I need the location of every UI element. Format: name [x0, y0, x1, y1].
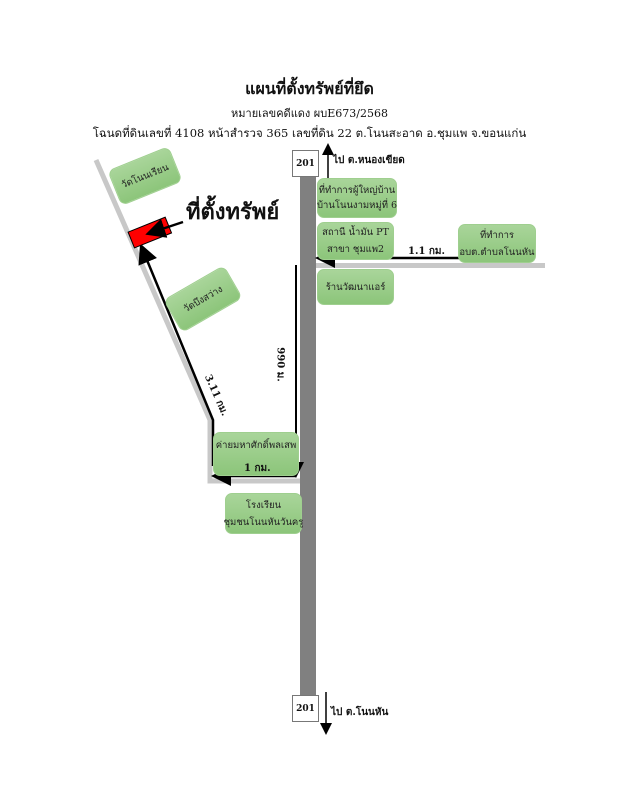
landmark-camp: ค่ายมหาศักดิ์พลเสพ [213, 432, 299, 476]
case-number: หมายเลขคดีแดง ผบE673/2568 [231, 107, 388, 120]
east-side-road [316, 263, 545, 268]
west-side-road [93, 158, 300, 484]
direction-south-label: ไป ต.โนนหัน [331, 707, 389, 718]
landmark-label: บ้านโนนงามหมู่ที่ 6 [316, 200, 398, 211]
road-number-bottom: 201 [292, 695, 319, 722]
direction-north-label: ไป ต.หนองเขียด [333, 155, 405, 166]
landmark-label: สาขา ชุมแพ2 [326, 244, 385, 255]
property-pointer-arrow [145, 218, 184, 238]
distance-east: 1.1 กม. [408, 246, 446, 257]
main-road-201 [300, 152, 316, 722]
property-label: ที่ตั้งทรัพย์ [186, 199, 280, 225]
road-number-top: 201 [292, 150, 319, 177]
deed-info: โฉนดที่ดินเลขที่ 4108 หน้าสำรวจ 365 เลขท… [92, 126, 527, 140]
landmark-label: ชุมชนโนนหันวันครู [223, 516, 304, 528]
map-title: แผนที่ตั้งทรัพย์ที่ยึด [245, 79, 374, 98]
landmark-label: สถานี น้ำมัน PT [322, 227, 389, 238]
landmark-label: โรงเรียน [245, 499, 282, 511]
property-marker [127, 216, 173, 249]
landmark-label: อบต.ตำบลโนนหัน [459, 246, 535, 258]
landmark-village-office: ที่ทำการผู้ใหญ่บ้าน บ้านโนนงามหมู่ที่ 6 [317, 178, 397, 218]
landmark-school: โรงเรียน ชุมชนโนนหันวันครู [223, 493, 304, 534]
landmark-label: ที่ทำการผู้ใหญ่บ้าน [318, 185, 396, 196]
landmark-sao-office: ที่ทำการ อบต.ตำบลโนนหัน [458, 224, 536, 263]
landmark-gas-station: สถานี น้ำมัน PT สาขา ชุมแพ2 [317, 222, 394, 260]
landmark-label: ที่ทำการ [479, 229, 515, 241]
landmark-label: วัดโนนเรียน [119, 161, 171, 191]
landmark-shop: ร้านวัฒนาแอร์ [317, 269, 394, 305]
distance-west: 1 กม. [244, 463, 271, 474]
landmark-label: ค่ายมหาศักดิ์พลเสพ [215, 440, 297, 451]
landmark-label: ร้านวัฒนาแอร์ [325, 281, 386, 293]
distance-south: 990 ม. [274, 347, 286, 382]
